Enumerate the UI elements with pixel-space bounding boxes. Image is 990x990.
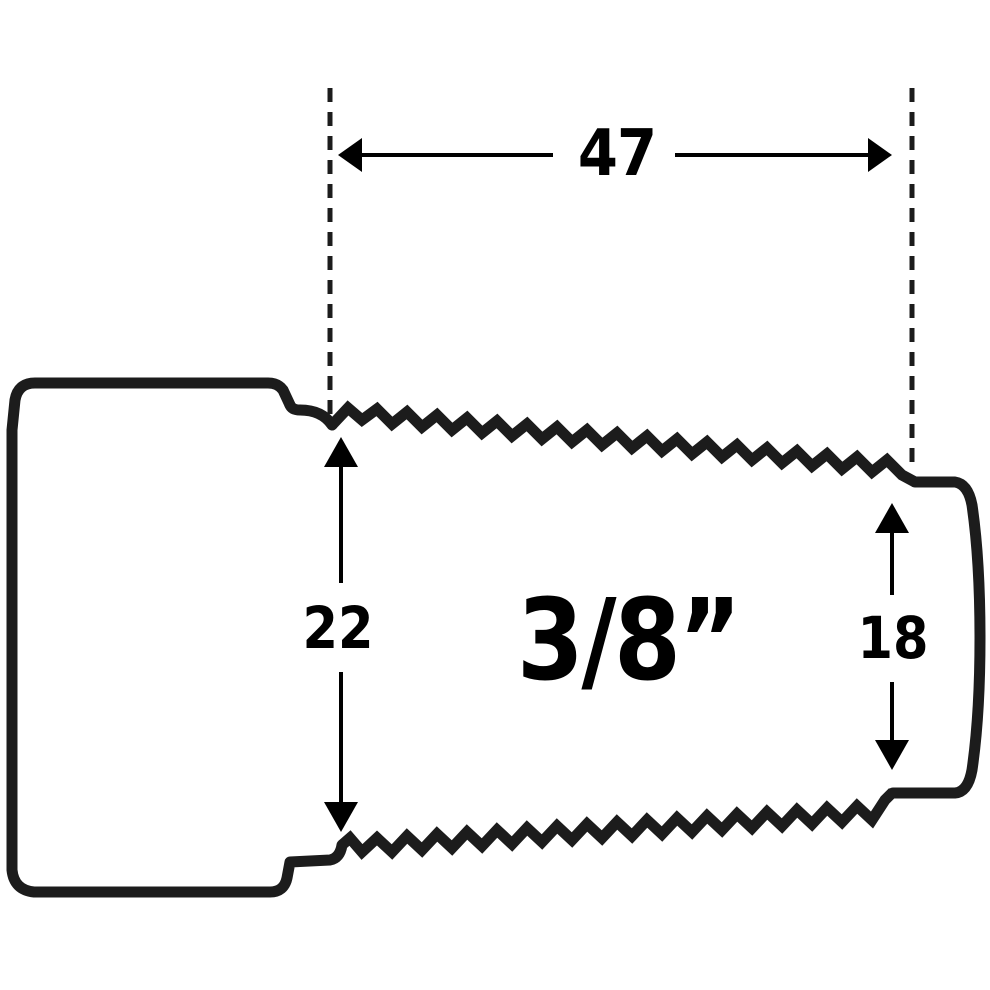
thread-length-label: 47 bbox=[577, 117, 657, 191]
fitting-body-outline bbox=[6, 377, 348, 898]
major-diameter-label: 22 bbox=[302, 594, 374, 662]
left-arrowhead-icon bbox=[338, 138, 362, 172]
top-thread bbox=[327, 400, 918, 487]
minor-diameter-label: 18 bbox=[857, 604, 929, 672]
minor-diameter-dimension-arrow bbox=[875, 503, 909, 770]
bottom-thread bbox=[338, 788, 897, 860]
up-arrowhead-icon bbox=[324, 437, 358, 467]
up-arrowhead-icon bbox=[875, 503, 909, 533]
length-dimension-arrow bbox=[338, 138, 892, 172]
nominal-size-label: 3/8” bbox=[516, 576, 742, 706]
down-arrowhead-icon bbox=[324, 802, 358, 832]
fitting-end-outline bbox=[887, 476, 986, 799]
right-arrowhead-icon bbox=[868, 138, 892, 172]
down-arrowhead-icon bbox=[875, 740, 909, 770]
major-diameter-dimension-arrow bbox=[324, 437, 358, 832]
